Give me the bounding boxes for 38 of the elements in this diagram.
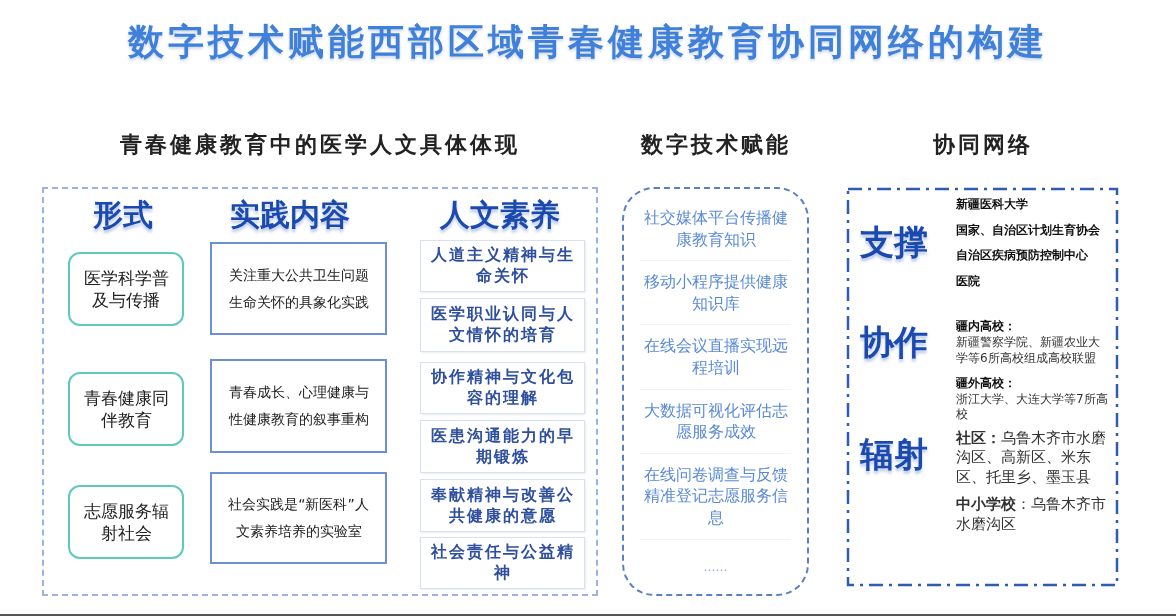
content-box: 关注重大公共卫生问题生命关怀的具象化实践: [210, 242, 387, 335]
rounded-box: 志愿服务辐射社会: [68, 485, 184, 559]
partner-text: 中小学校：乌鲁木齐市水磨沟区: [956, 495, 1107, 535]
quality-box: 人道主义精神与生命关怀: [420, 240, 585, 292]
ellipsis: ……: [702, 560, 729, 574]
quality-box: 医学职业认同与人文情怀的培育: [420, 298, 585, 352]
category-heading: 辐射: [860, 433, 929, 477]
quality-box: 医患沟通能力的早期锻炼: [420, 420, 585, 473]
category-heading: 支撑: [860, 221, 929, 265]
feature-text: 在线问卷调查与反馈精准登记志愿服务信息: [640, 459, 791, 540]
feature-text: 社交媒体平台传播健康教育知识: [640, 203, 791, 262]
partner-text: 新疆警察学院、新疆农业大学等6所高校组成高校联盟: [956, 334, 1101, 367]
quality-box: 社会责任与公益精神: [420, 537, 585, 589]
rounded-box: 医学科学普及与传播: [68, 252, 184, 326]
feature-text: 移动小程序提供健康知识库: [640, 267, 791, 326]
content-box: 青春成长、心理健康与性健康教育的叙事重构: [210, 359, 387, 453]
section-heading: 青春健康教育中的医学人文具体体现: [119, 131, 521, 159]
feature-text: 在线会议直播实现远程培训: [640, 331, 791, 390]
quality-box: 奉献精神与改善公共健康的意愿: [420, 479, 585, 532]
title: 数字技术赋能西部区域青春健康教育协同网络的构建: [126, 20, 1049, 64]
quality-box: 协作精神与文化包容的理解: [420, 362, 585, 414]
rounded-box: 青春健康同伴教育: [68, 372, 184, 446]
column-heading: 形式: [93, 196, 153, 234]
category-heading: 协作: [860, 320, 929, 364]
section-heading: 数字技术赋能: [639, 131, 792, 159]
partner-text: 新疆医科大学: [956, 197, 1029, 213]
column-heading: 人文素养: [440, 196, 560, 234]
partner-text: 社区：乌鲁木齐市水磨沟区、高新区、米东区、托里乡、墨玉县: [956, 428, 1107, 488]
content-box: 社会实践是“新医科”人文素养培养的实验室: [210, 472, 387, 564]
partner-text: 国家、自治区计划生育协会: [956, 222, 1101, 239]
partner-text: 疆内高校：: [956, 319, 1017, 335]
section-heading: 协同网络: [931, 131, 1034, 159]
column-heading: 实践内容: [230, 196, 350, 234]
feature-text: 大数据可视化评估志愿服务成效: [640, 395, 791, 454]
partner-text: 浙江大学、大连大学等7所高校: [956, 391, 1109, 423]
partner-text: 自治区疾病预防控制中心: [956, 248, 1089, 264]
partner-text: 疆外高校：: [956, 376, 1017, 392]
partner-text: 医院: [956, 273, 981, 290]
